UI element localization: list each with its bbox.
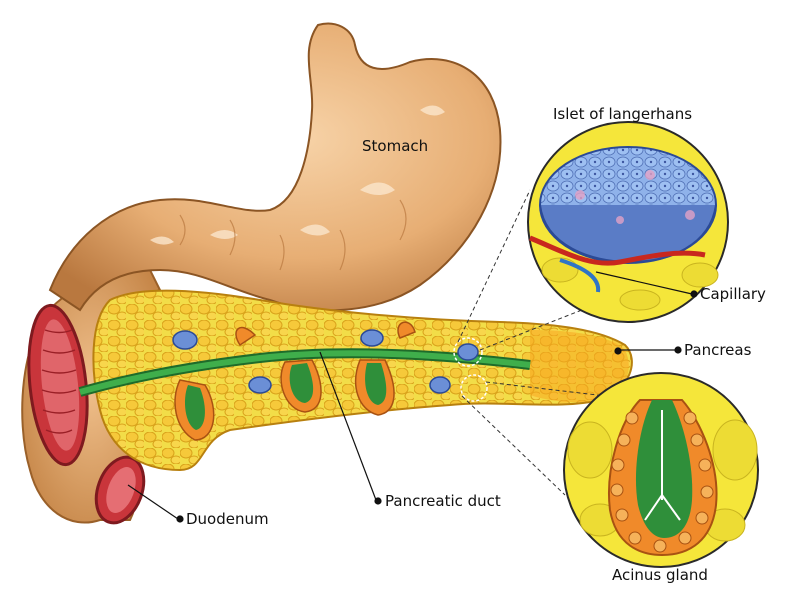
stomach-organ bbox=[48, 22, 502, 312]
pancreas-label: Pancreas bbox=[684, 341, 752, 359]
capillary-label: Capillary bbox=[700, 285, 766, 303]
duodenum-label: Duodenum bbox=[186, 510, 269, 528]
acinus-label: Acinus gland bbox=[612, 566, 708, 584]
leader-lines bbox=[127, 271, 698, 523]
pancreatic-duct-label: Pancreatic duct bbox=[385, 492, 501, 510]
islet-label: Islet of langerhans bbox=[553, 105, 693, 123]
stomach-label: Stomach bbox=[362, 137, 429, 155]
islet-callout bbox=[527, 121, 729, 323]
acinus-callout bbox=[563, 372, 759, 568]
pancreas-organ bbox=[78, 289, 633, 472]
